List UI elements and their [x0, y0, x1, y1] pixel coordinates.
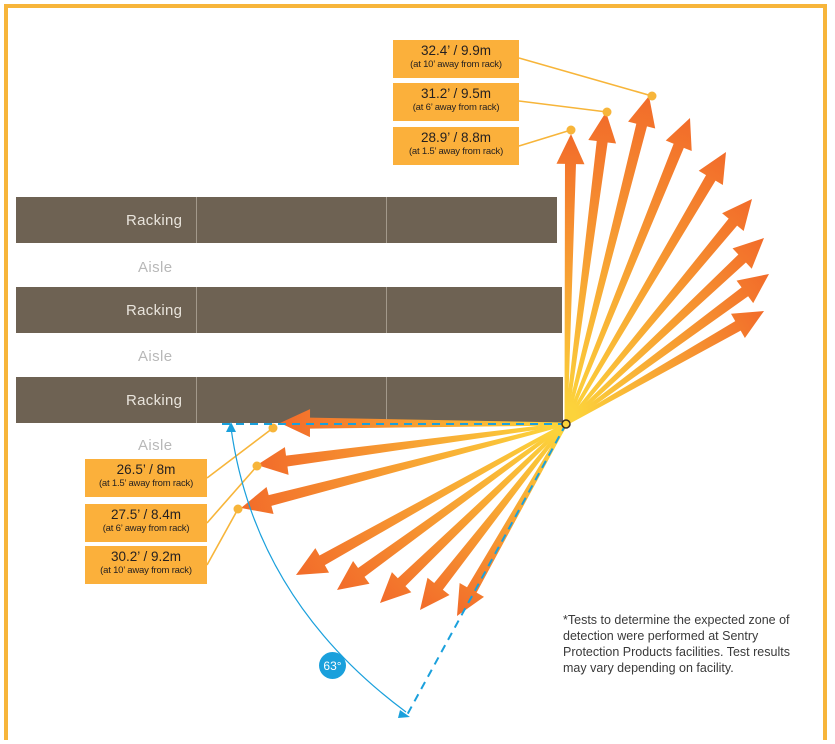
- range-label-bottom-3: 30.2’ / 9.2m (at 10’ away from rack): [85, 546, 207, 584]
- callout-line: [206, 465, 258, 524]
- aisle-label: Aisle: [138, 437, 173, 454]
- arc-arrowhead-bottom: [398, 710, 410, 718]
- lower-arrow-fan: [241, 409, 568, 616]
- range-distance: 30.2’ / 9.2m: [110, 549, 182, 564]
- range-label-bottom-1: 26.5’ / 8m (at 1.5’ away from rack): [85, 459, 207, 497]
- callout-dot: [602, 107, 612, 117]
- range-label-top-3: 28.9’ / 8.8m (at 1.5’ away from rack): [393, 127, 519, 165]
- range-label-top-1: 32.4’ / 9.9m (at 10’ away from rack): [393, 40, 519, 78]
- arc-arrowhead-top: [226, 422, 236, 432]
- aisle-label: Aisle: [138, 259, 173, 276]
- racking-label: Racking: [126, 391, 183, 409]
- arrow-upper: [564, 238, 764, 426]
- diagram-frame: [4, 4, 827, 740]
- rack-divider: [196, 197, 197, 243]
- callout-dot: [268, 423, 278, 433]
- racking-row-1: Racking: [16, 197, 557, 243]
- rack-divider: [386, 197, 387, 243]
- angle-badge: 63°: [319, 652, 346, 679]
- arrow-lower: [380, 422, 568, 603]
- arrow-upper: [564, 112, 617, 425]
- callout-line: [206, 427, 274, 479]
- range-label-top-2: 31.2’ / 9.5m (at 6’ away from rack): [393, 83, 519, 121]
- rack-divider: [386, 377, 387, 423]
- range-note: (at 6’ away from rack): [102, 522, 190, 534]
- callout-dot: [252, 461, 262, 471]
- racking-row-2: Racking: [16, 287, 562, 333]
- callout-line: [206, 508, 239, 566]
- upper-arrow-fan: [556, 96, 769, 426]
- arrow-upper: [564, 118, 692, 425]
- arrow-upper: [565, 274, 769, 426]
- rack-divider: [196, 377, 197, 423]
- range-note: (at 10’ away from rack): [100, 564, 192, 576]
- racking-label: Racking: [126, 211, 183, 229]
- arrow-lower: [420, 423, 568, 610]
- callout-dot: [233, 504, 243, 514]
- rack-divider: [386, 287, 387, 333]
- arrow-lower: [337, 422, 567, 590]
- racking-row-3: Racking: [16, 377, 563, 423]
- range-distance: 32.4’ / 9.9m: [420, 43, 492, 58]
- arrow-lower: [241, 422, 567, 515]
- angle-arc: [230, 427, 407, 713]
- callout-line: [518, 129, 572, 147]
- range-note: (at 10’ away from rack): [410, 58, 502, 70]
- sensor-origin: [561, 419, 571, 429]
- aisle-label: Aisle: [138, 348, 173, 365]
- footnote: *Tests to determine the expected zone of…: [563, 613, 790, 675]
- callout-dot: [566, 125, 576, 135]
- range-note: (at 1.5’ away from rack): [98, 477, 194, 489]
- range-distance: 28.9’ / 8.8m: [420, 130, 492, 145]
- range-note: (at 6’ away from rack): [412, 101, 500, 113]
- range-distance: 31.2’ / 9.5m: [420, 86, 492, 101]
- rack-divider: [196, 287, 197, 333]
- arrow-lower: [257, 422, 567, 475]
- arrow-upper: [565, 311, 764, 426]
- range-label-bottom-2: 27.5’ / 8.4m (at 6’ away from rack): [85, 504, 207, 542]
- arrow-upper: [556, 134, 585, 425]
- arrow-upper: [564, 152, 726, 425]
- range-distance: 26.5’ / 8m: [116, 462, 176, 477]
- arrow-upper: [564, 96, 656, 425]
- callout-dot: [647, 91, 657, 101]
- callout-line: [518, 57, 653, 97]
- arrow-lower: [296, 422, 567, 575]
- arrow-upper: [564, 199, 752, 425]
- racking-label: Racking: [126, 301, 183, 319]
- callout-line: [518, 100, 608, 113]
- callout-lines: [206, 57, 657, 566]
- range-note: (at 1.5’ away from rack): [408, 145, 504, 157]
- range-distance: 27.5’ / 8.4m: [110, 507, 182, 522]
- arrow-lower: [457, 423, 568, 616]
